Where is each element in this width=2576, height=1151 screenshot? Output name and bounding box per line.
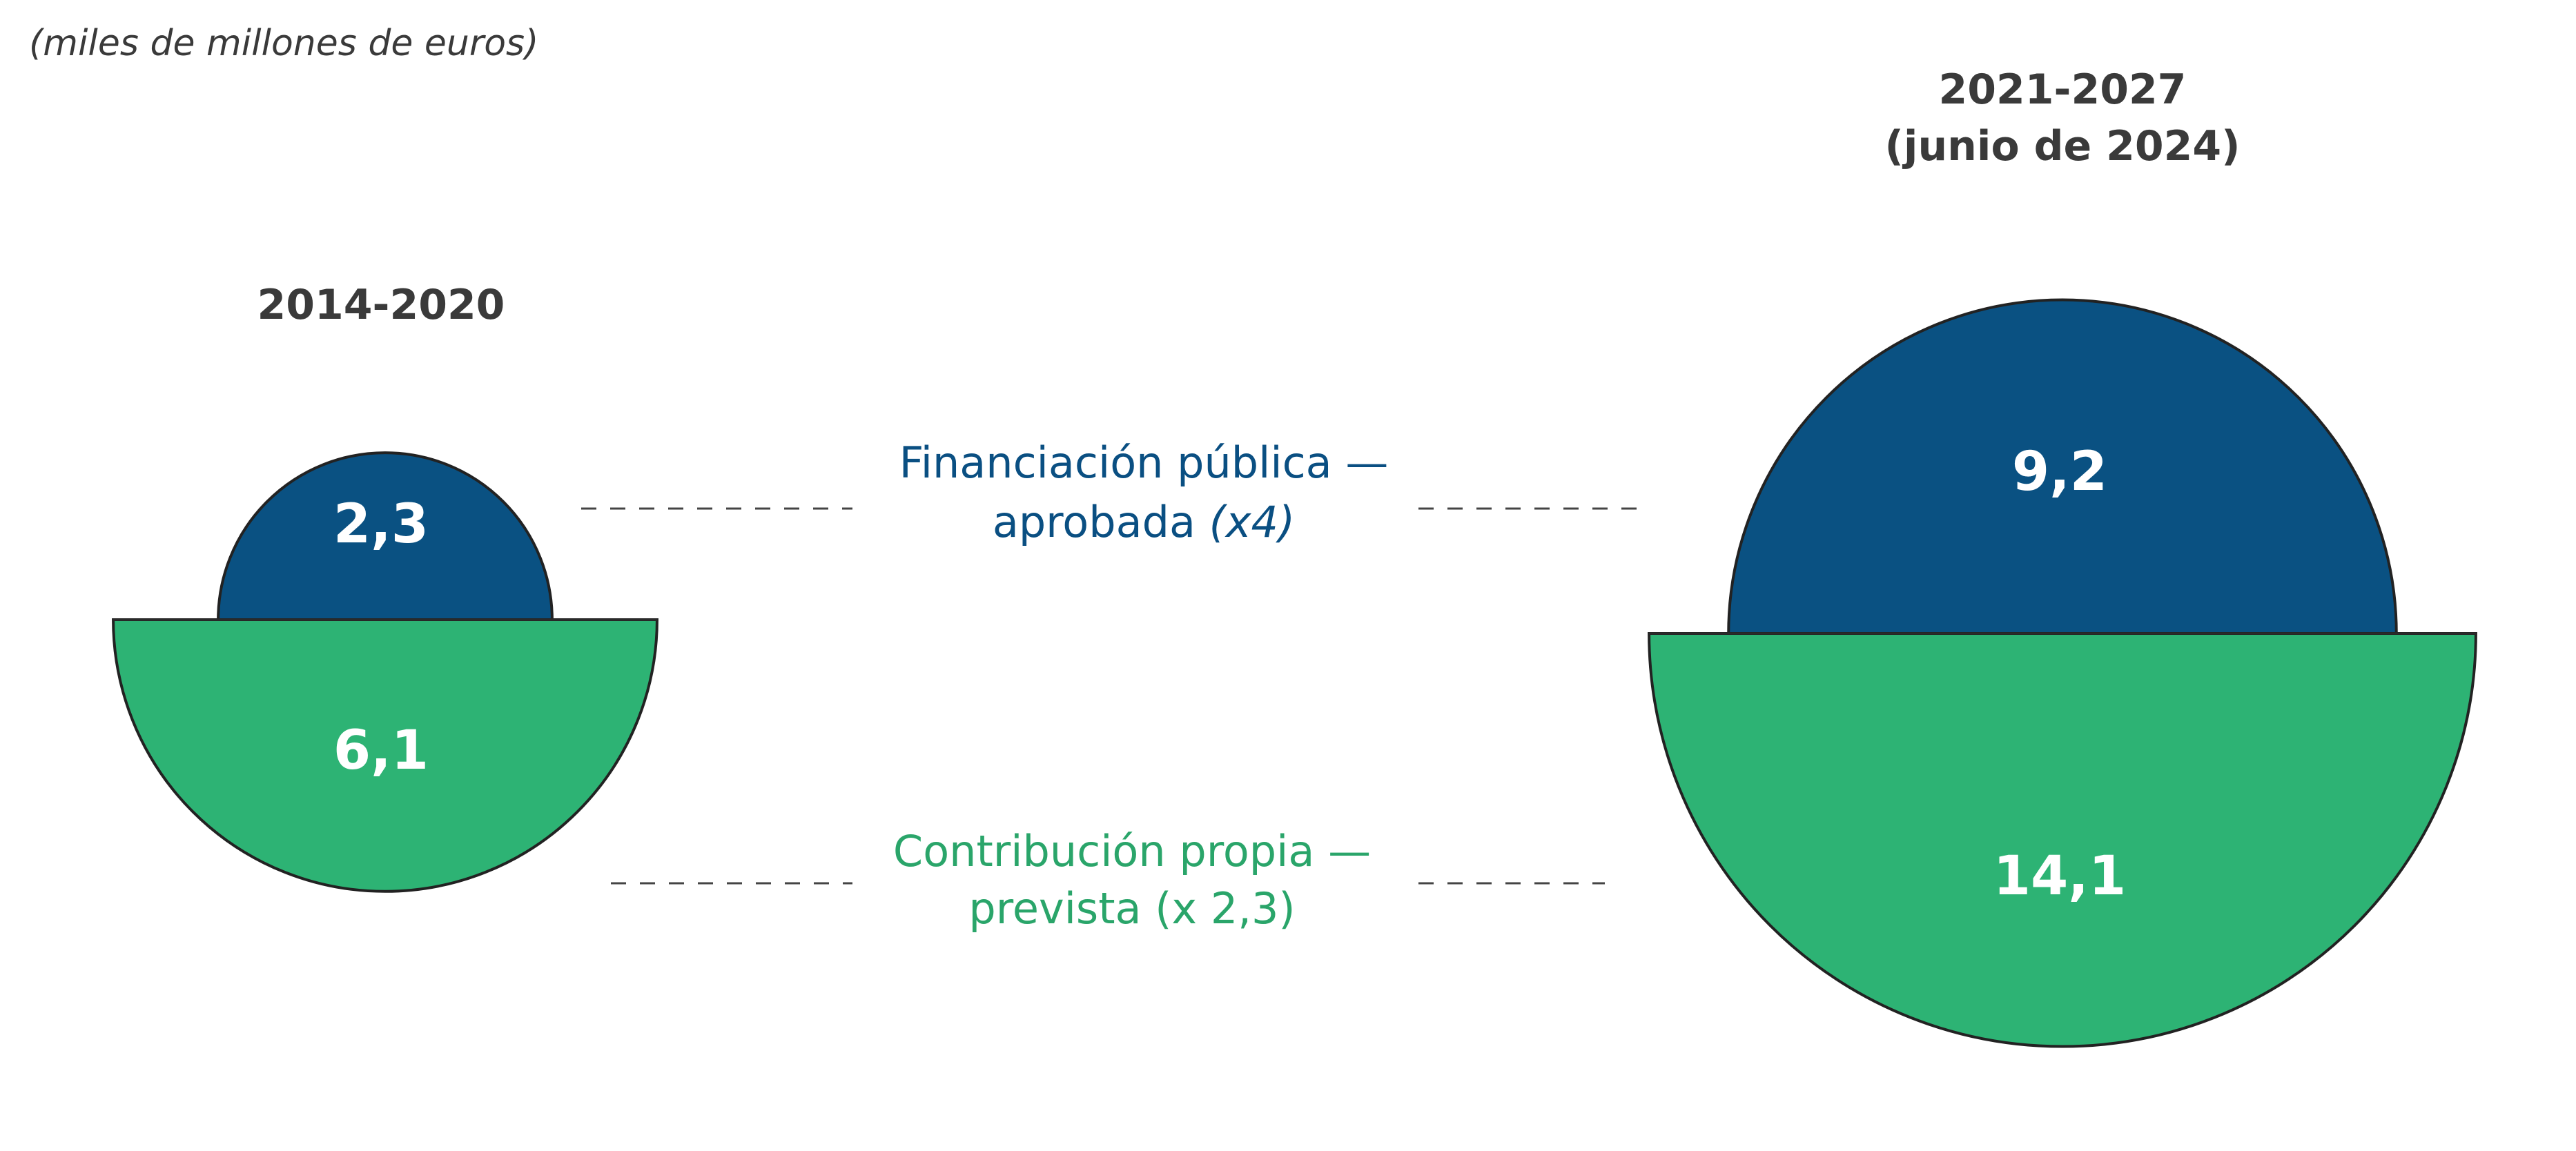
period-label-2014-2020: 2014-2020 (257, 281, 505, 329)
legend-own-line1: Contribución propia — (893, 826, 1371, 876)
unit-label: (miles de millones de euros) (29, 23, 538, 64)
own-contribution-semicircle-2021-2027 (1649, 633, 2476, 1047)
legend-public-line2: aprobada (x4) (993, 497, 1295, 547)
public-funding-semicircle-2021-2027 (1727, 298, 2398, 635)
value-label-public-2014-2020: 2,3 (333, 493, 429, 555)
legend-own-line2: prevista (x 2,3) (968, 883, 1295, 934)
legend-public-line2-plain: aprobada (993, 497, 1209, 547)
public-funding-semicircle-2014-2020 (217, 451, 554, 621)
legend-public-line2-multiplier: (x4) (1209, 497, 1296, 547)
own-contribution-semicircle-2014-2020 (112, 618, 658, 893)
period-label-2021-2027-note: (junio de 2024) (1884, 122, 2240, 170)
legend-public-line1: Financiación pública — (899, 437, 1389, 488)
value-label-own-2014-2020: 6,1 (333, 720, 429, 782)
value-label-public-2021-2027: 9,2 (2012, 441, 2107, 503)
period-label-2021-2027: 2021-2027 (1939, 66, 2187, 114)
value-label-own-2021-2027: 14,1 (1993, 845, 2126, 907)
